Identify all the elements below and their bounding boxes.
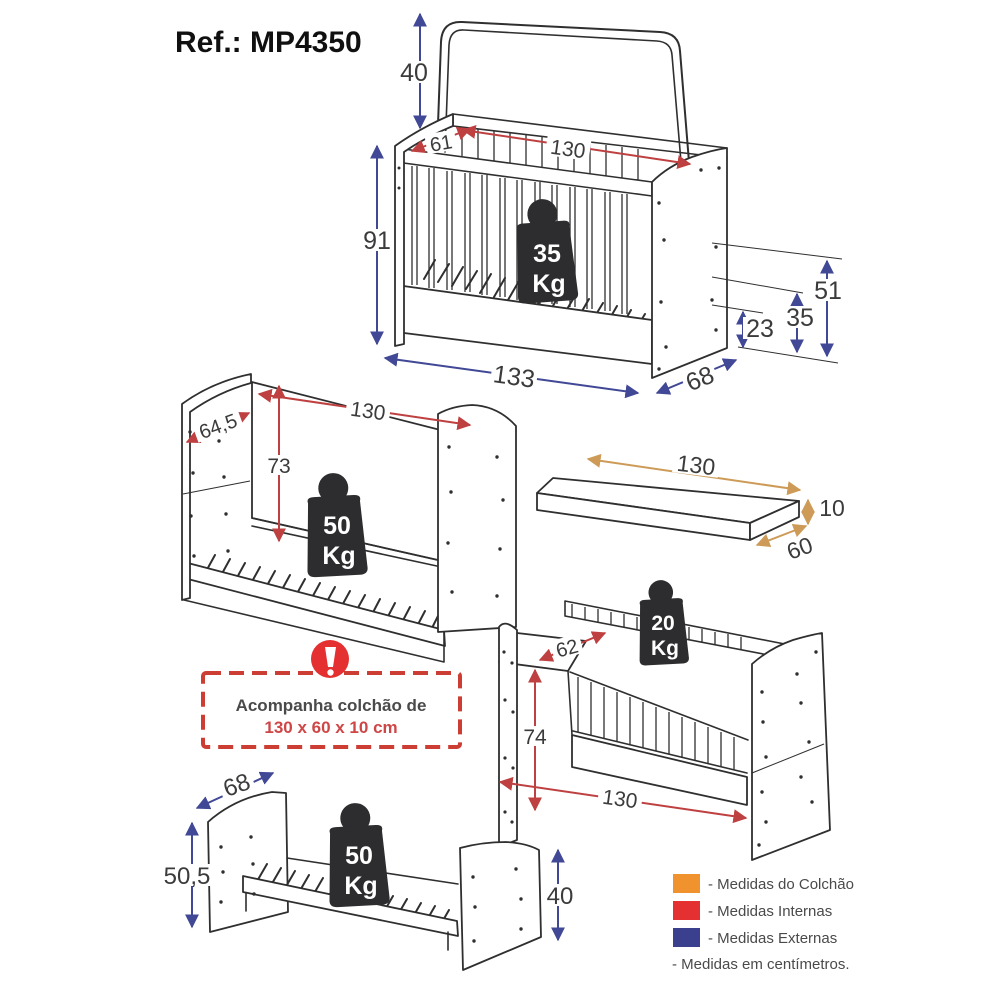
svg-text:23: 23 [746, 315, 774, 343]
dim-inner-width-label: 130 [544, 135, 592, 164]
svg-text:40: 40 [547, 883, 574, 910]
legend-label-internal: - Medidas Internas [708, 903, 832, 920]
open-crib-right-panel [437, 404, 517, 633]
open-crib-left-seam [182, 480, 251, 495]
svg-text:10: 10 [819, 495, 845, 521]
dim-bed-footboard-label: 40 [543, 883, 577, 910]
dim-level-high-label: 51 [811, 277, 845, 305]
svg-text:74: 74 [523, 726, 547, 749]
weight-badge-35kg: 35 Kg [511, 197, 579, 305]
note-line2: 130 x 60 x 10 cm [264, 718, 397, 737]
svg-text:35: 35 [786, 304, 814, 332]
legend-item-external: - Medidas Externas [673, 928, 837, 947]
svg-text:91: 91 [363, 227, 391, 255]
svg-text:51: 51 [814, 277, 842, 305]
bed-headboard [207, 791, 289, 933]
dim-desk-height-label: 74 [520, 726, 550, 749]
legend-note: - Medidas em centímetros. [672, 956, 850, 973]
desk-right-panel-seam [751, 743, 825, 774]
svg-text:130: 130 [549, 136, 587, 164]
note-line1: Acompanha colchão de [236, 696, 427, 715]
dim-outer-height-label: 91 [360, 227, 394, 255]
weight-badge-50kg-bed: 50 Kg [324, 801, 390, 908]
open-crib-left-panel [181, 373, 252, 601]
weight-badge-20kg: 20 Kg [635, 578, 690, 666]
svg-text:64,5: 64,5 [196, 410, 240, 444]
svg-text:50: 50 [345, 842, 373, 870]
weight-badge-50kg: 50 Kg [302, 471, 368, 578]
svg-text:73: 73 [267, 455, 290, 478]
legend: - Medidas do Colchão - Medidas Internas … [672, 874, 854, 973]
crib-right-panel [651, 147, 728, 379]
svg-text:50,5: 50,5 [164, 863, 211, 890]
open-crib-deck-slats [203, 554, 439, 637]
mattress-level-lines [711, 242, 843, 364]
svg-text:Kg: Kg [651, 637, 679, 660]
svg-text:Kg: Kg [344, 872, 377, 900]
panel-cam-dots [397, 166, 721, 371]
dim-desk-depth-label: 62 [549, 633, 584, 662]
exclamation-icon [325, 647, 336, 676]
dim-desk-width-label: 130 [596, 785, 644, 814]
canopy-frame-inner [444, 29, 682, 163]
dim-canopy-height-label: 40 [397, 59, 431, 87]
legend-label-mattress: - Medidas do Colchão [708, 876, 854, 893]
svg-text:20: 20 [651, 612, 674, 635]
view-junior-bed: 68 50,5 40 50 Kg [160, 768, 577, 971]
dim-open-width-label: 130 [344, 397, 392, 426]
dim-mattress-thickness-label: 10 [819, 495, 845, 521]
panel-cam-dots [502, 650, 818, 847]
svg-text:130: 130 [675, 450, 716, 480]
legend-swatch-mattress [673, 874, 700, 893]
desk-edge [567, 670, 573, 736]
panel-cam-dots [219, 835, 523, 943]
desk-crib-front-slats [577, 677, 735, 770]
dim-level-low-label: 23 [743, 315, 777, 343]
dim-mattress-width-label: 60 [781, 531, 819, 565]
page-title: Ref.: MP4350 [175, 26, 362, 59]
svg-text:Kg: Kg [322, 542, 355, 570]
desk-left-panel [498, 622, 518, 848]
legend-item-internal: - Medidas Internas [673, 901, 832, 920]
dim-level-mid-label: 35 [783, 304, 817, 332]
svg-text:40: 40 [400, 59, 428, 87]
bed-footboard [459, 841, 542, 971]
dim-bed-headboard-label: 50,5 [160, 863, 214, 890]
dim-outer-width-label: 133 [489, 360, 539, 394]
bed-legs [245, 892, 449, 951]
svg-text:133: 133 [491, 360, 536, 394]
legend-item-mattress: - Medidas do Colchão [673, 874, 854, 893]
desk-crib-front-rails [569, 671, 749, 774]
dim-inner-depth-label: 61 [424, 129, 458, 157]
dim-mattress-length-label: 130 [672, 450, 721, 480]
legend-swatch-internal [673, 901, 700, 920]
view-mattress: 130 10 60 [536, 450, 845, 565]
svg-text:61: 61 [428, 131, 454, 157]
svg-text:130: 130 [601, 786, 639, 814]
dim-open-height-label: 73 [264, 455, 294, 478]
svg-text:50: 50 [323, 512, 351, 540]
view-crib-open: 64,5 130 73 50 Kg [181, 373, 517, 663]
canopy-frame-outer [436, 20, 690, 163]
legend-swatch-external [673, 928, 700, 947]
svg-text:130: 130 [349, 398, 387, 426]
dim-mattress-width-arrow [755, 524, 808, 547]
legend-label-external: - Medidas Externas [708, 930, 837, 947]
mattress-note: Acompanha colchão de 130 x 60 x 10 cm [201, 640, 462, 749]
svg-text:35: 35 [533, 240, 561, 268]
view-crib-canopy: 40 91 61 130 133 68 23 35 51 35 Kg [360, 12, 845, 399]
desk-right-panel [751, 632, 831, 861]
svg-text:Kg: Kg [532, 270, 565, 298]
view-crib-desk: 62 74 130 20 Kg [498, 578, 831, 861]
